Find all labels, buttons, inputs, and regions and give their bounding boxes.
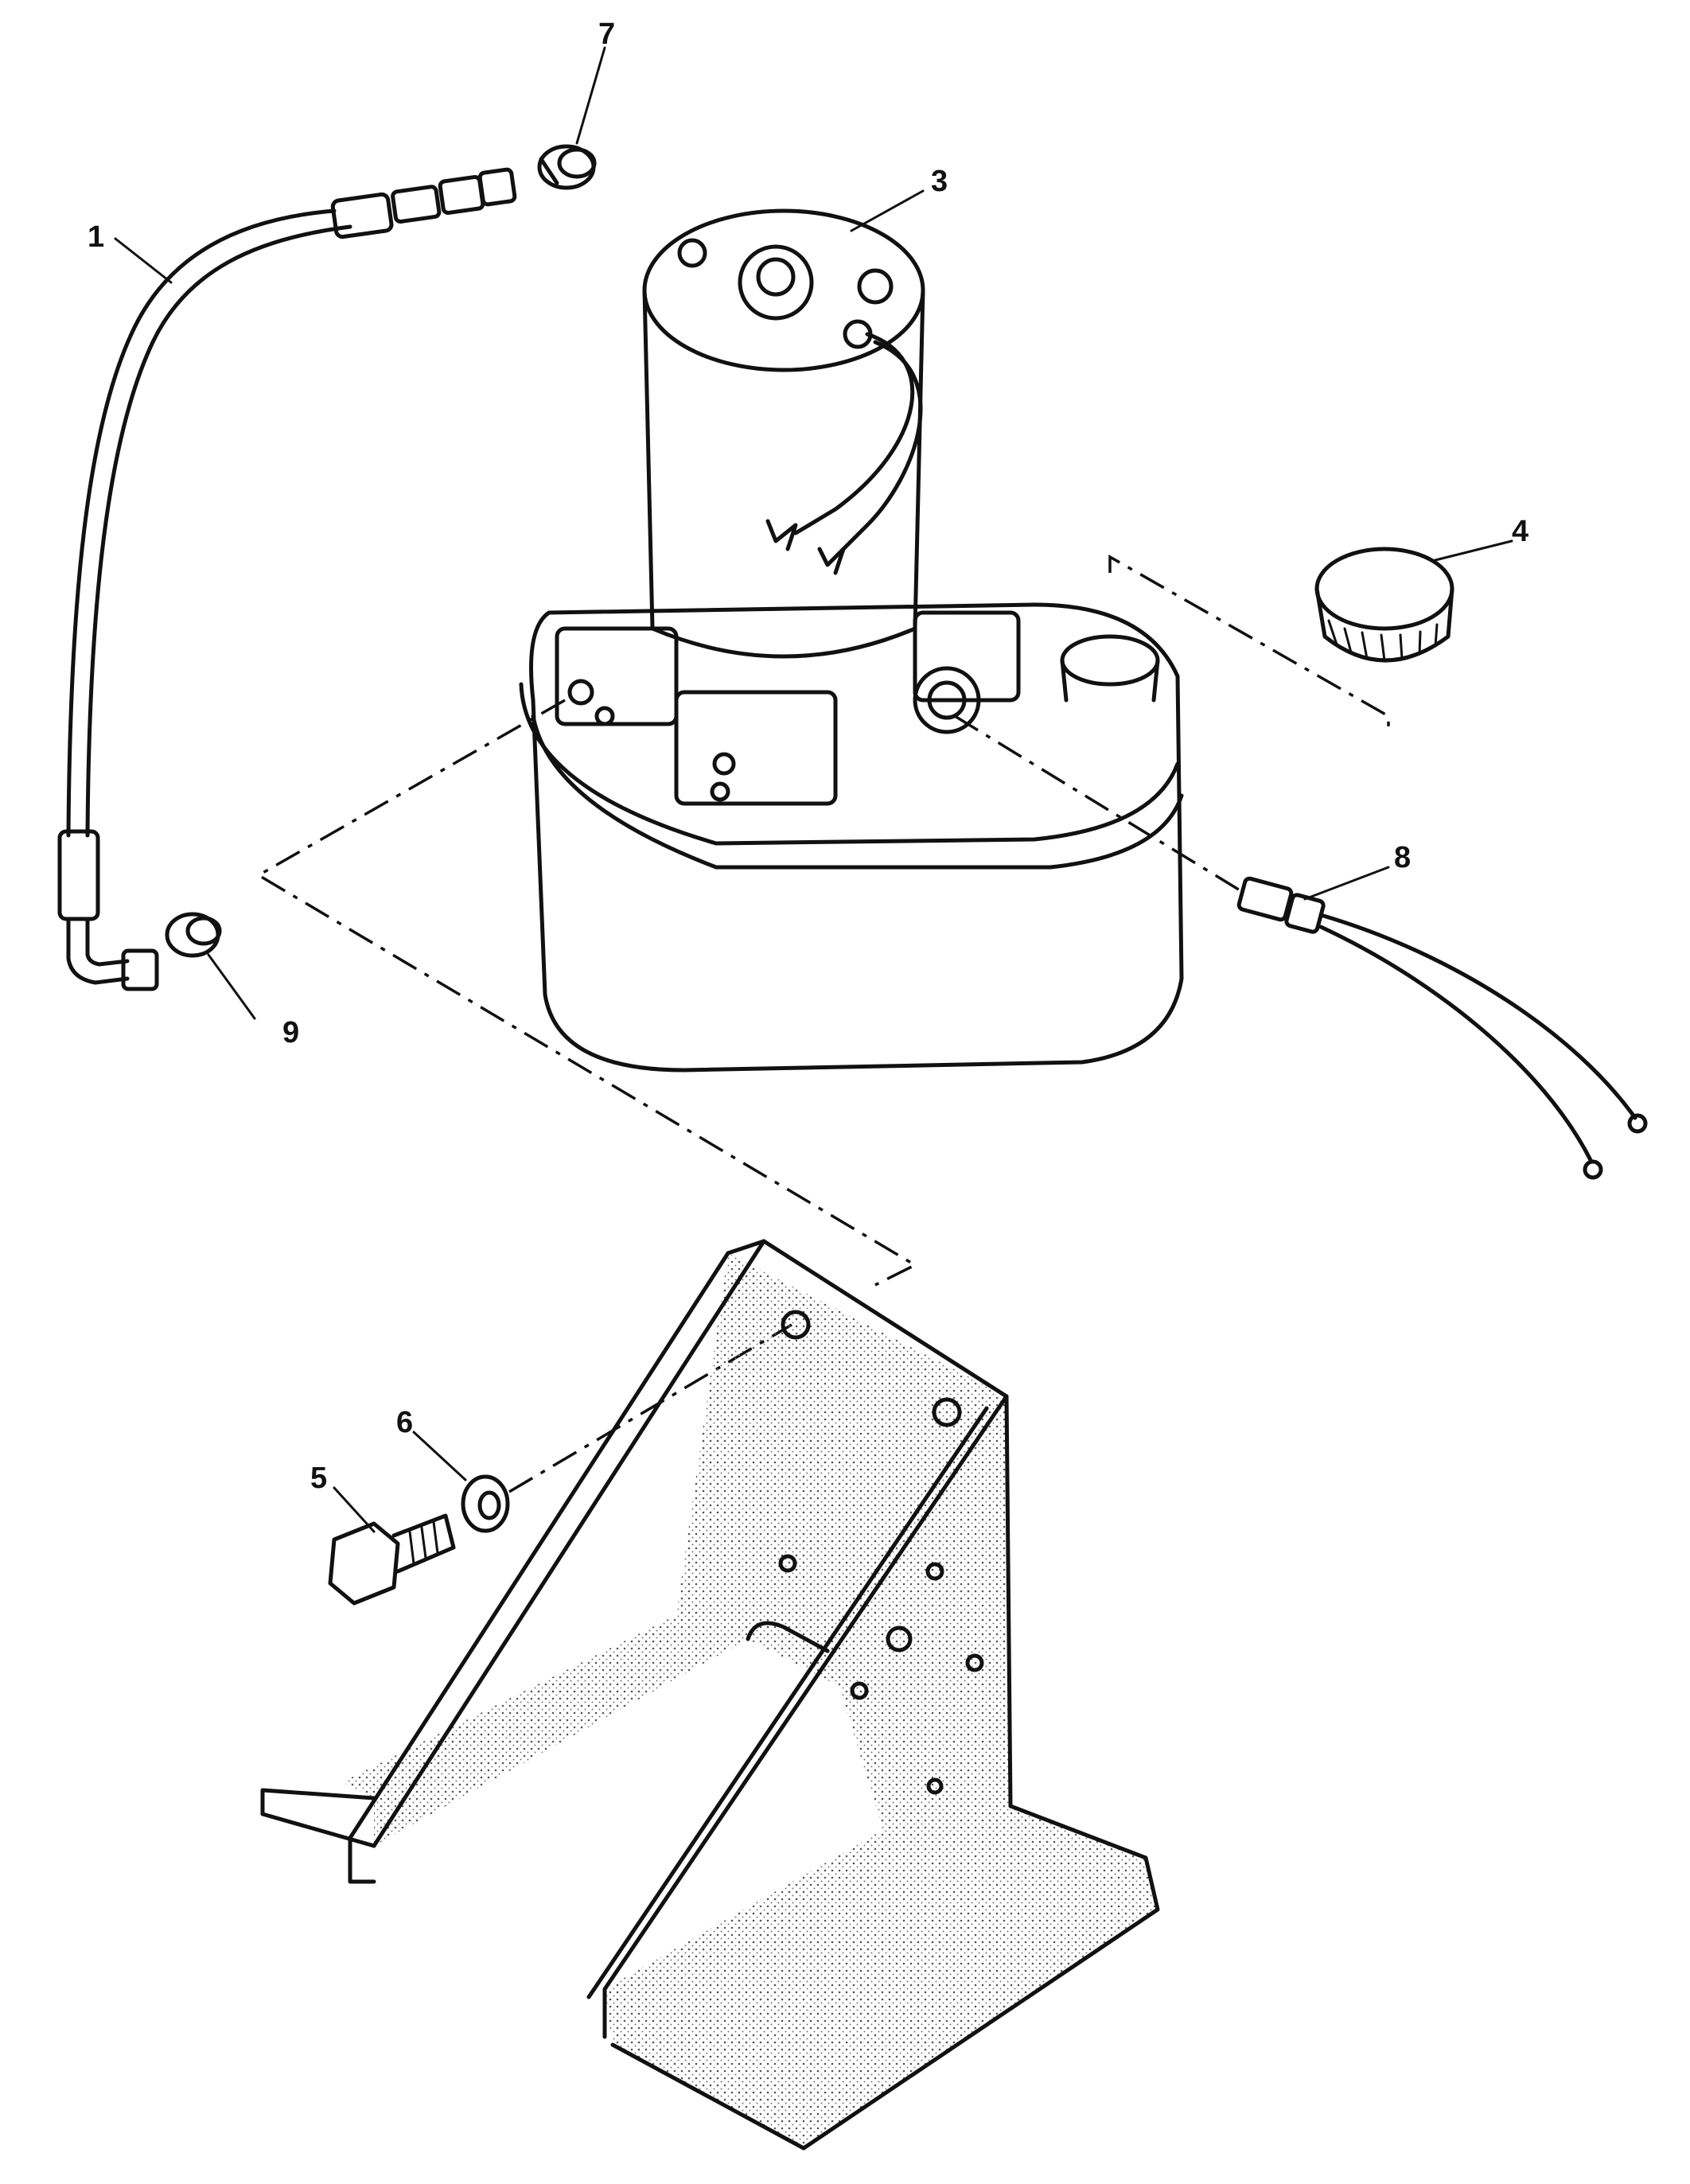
callout-6: 6 bbox=[396, 1406, 413, 1439]
fitting-lower bbox=[165, 912, 222, 958]
washer bbox=[461, 1474, 510, 1533]
callout-5: 5 bbox=[310, 1462, 327, 1495]
hydraulic-hose bbox=[57, 167, 517, 991]
callout-labels: 1 3 4 5 6 7 8 9 bbox=[88, 18, 1528, 1495]
callout-7: 7 bbox=[598, 18, 615, 51]
fitting-upper bbox=[537, 144, 597, 190]
leader-lines bbox=[114, 46, 1513, 1533]
callout-4: 4 bbox=[1512, 515, 1528, 548]
callout-8: 8 bbox=[1394, 841, 1411, 874]
reservoir-cap bbox=[1314, 547, 1454, 663]
pump-motor-assembly bbox=[519, 208, 1184, 1073]
callout-1: 1 bbox=[88, 220, 104, 254]
callout-3: 3 bbox=[931, 165, 948, 198]
callout-9: 9 bbox=[282, 1016, 299, 1049]
mounting-bracket bbox=[260, 1239, 1160, 2151]
sender-with-wires bbox=[1236, 876, 1648, 1180]
bolt bbox=[328, 1513, 456, 1606]
